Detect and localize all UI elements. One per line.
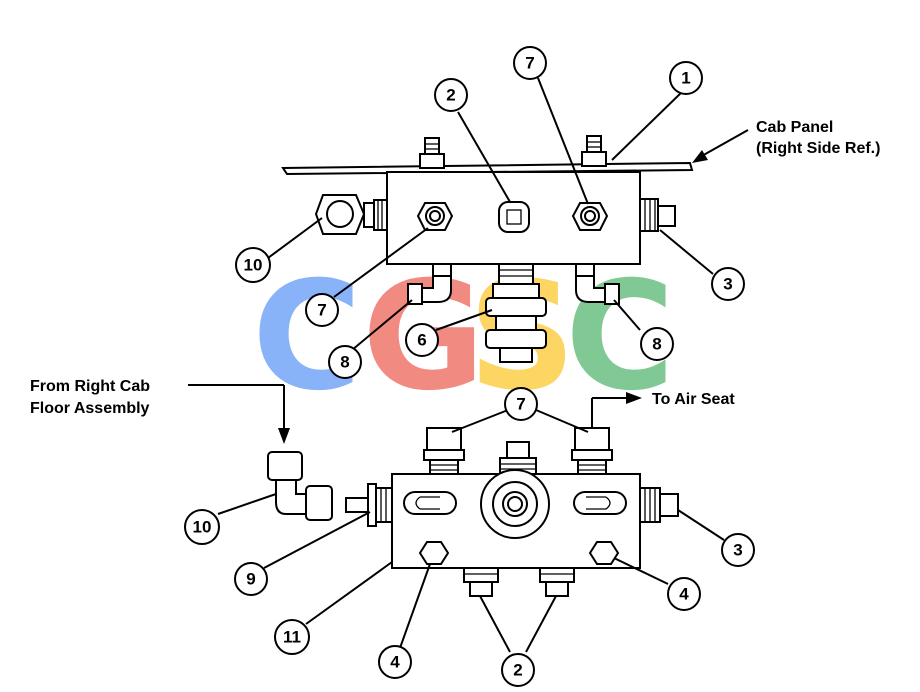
lower-slot-right xyxy=(573,491,627,515)
upper-hex-fitting-right xyxy=(571,202,609,231)
lower-hex-plug-right xyxy=(588,541,620,565)
leader-lines xyxy=(217,77,725,653)
upper-valve-assembly xyxy=(281,135,694,363)
callout-8-right: 8 xyxy=(640,327,674,361)
callout-4-left: 4 xyxy=(378,645,412,679)
panel-stud-right xyxy=(581,135,607,167)
upper-side-fitting-left xyxy=(314,194,388,235)
upper-center-fitting xyxy=(485,263,547,363)
cab-panel-pointer xyxy=(692,129,749,163)
callout-3-top: 3 xyxy=(711,267,745,301)
callout-number: 1 xyxy=(681,69,690,88)
callout-9: 9 xyxy=(234,562,268,596)
from-floor-sublabel: Floor Assembly xyxy=(30,400,150,417)
flow-arrow-from-floor xyxy=(188,384,290,444)
callout-11: 11 xyxy=(274,619,310,655)
loose-elbow-fitting xyxy=(267,451,333,521)
callout-number: 8 xyxy=(652,335,661,354)
upper-elbow-left xyxy=(407,263,452,305)
callout-7-mid: 7 xyxy=(305,293,339,327)
upper-elbow-right xyxy=(575,263,620,305)
upper-port-plug xyxy=(498,201,530,233)
callout-number: 9 xyxy=(246,570,255,589)
lower-top-fitting-right xyxy=(571,427,613,475)
callout-3-bottom: 3 xyxy=(721,533,755,567)
panel-stud-left xyxy=(419,137,445,169)
callout-2-bottom: 2 xyxy=(501,653,535,687)
lower-side-fitting-right xyxy=(639,487,679,523)
cab-panel-label: Cab Panel xyxy=(756,119,833,136)
flow-arrow-to-air-seat xyxy=(591,392,642,428)
callout-number: 10 xyxy=(193,518,212,537)
from-floor-label: From Right Cab xyxy=(30,378,150,395)
upper-hex-fitting-left xyxy=(416,202,454,231)
callout-4-right: 4 xyxy=(667,577,701,611)
callout-number: 3 xyxy=(733,541,742,560)
callout-number: 3 xyxy=(723,275,732,294)
lower-slot-left xyxy=(403,491,457,515)
callout-number: 7 xyxy=(317,301,326,320)
callout-7-top: 7 xyxy=(513,46,547,80)
to-air-seat-label: To Air Seat xyxy=(652,391,735,408)
callout-8-left: 8 xyxy=(328,345,362,379)
callout-number: 4 xyxy=(679,585,689,604)
upper-side-fitting-right xyxy=(639,198,676,232)
lower-side-fitting-left xyxy=(345,483,393,527)
callout-1: 1 xyxy=(669,61,703,95)
callout-7-bottom: 7 xyxy=(504,387,538,421)
callout-number: 11 xyxy=(283,628,301,647)
callout-10-top: 10 xyxy=(235,247,271,283)
callout-number: 6 xyxy=(417,331,426,350)
callout-number: 4 xyxy=(390,653,400,672)
callout-number: 7 xyxy=(516,395,525,414)
callout-number: 10 xyxy=(244,256,263,275)
lower-top-fitting-left xyxy=(423,427,465,475)
callout-6: 6 xyxy=(405,323,439,357)
lower-valve-assembly xyxy=(345,427,679,597)
lower-hex-plug-left xyxy=(418,541,450,565)
cab-panel-sublabel: (Right Side Ref.) xyxy=(756,140,880,157)
callout-number: 7 xyxy=(525,54,534,73)
lower-center-port xyxy=(480,469,550,539)
lower-bottom-fitting-left xyxy=(463,567,499,597)
watermark-letter-c1: C xyxy=(252,250,362,424)
callout-10-bottom: 10 xyxy=(184,509,220,545)
lower-bottom-fitting-right xyxy=(539,567,575,597)
callout-2-top: 2 xyxy=(434,78,468,112)
callout-number: 8 xyxy=(340,353,349,372)
callout-number: 2 xyxy=(513,661,522,680)
callout-number: 2 xyxy=(446,86,455,105)
